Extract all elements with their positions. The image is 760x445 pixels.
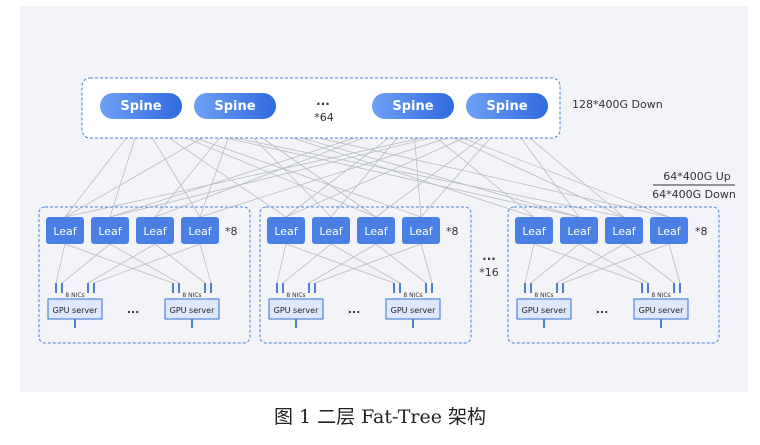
gpu-server: 8 NICs GPU server — [633, 283, 689, 328]
leaf-node: Leaf — [515, 217, 553, 244]
svg-text:Leaf: Leaf — [657, 225, 681, 238]
server-label: GPU server — [274, 306, 319, 315]
nic-count-label: 8 NICs — [286, 292, 305, 299]
server-label: GPU server — [639, 306, 684, 315]
server-label: GPU server — [170, 306, 215, 315]
leaf-server-link — [276, 243, 287, 284]
leaf-server-link — [556, 243, 625, 284]
svg-text:Leaf: Leaf — [522, 225, 546, 238]
svg-text:Spine: Spine — [120, 99, 161, 114]
leaf-server-link — [282, 243, 332, 284]
svg-text:Leaf: Leaf — [274, 225, 298, 238]
gpu-server: 8 NICs GPU server — [164, 283, 220, 328]
pod-ellipsis: ... — [482, 249, 496, 263]
gpu-server: 8 NICs GPU server — [268, 283, 324, 328]
leaf-node: Leaf — [560, 217, 598, 244]
leaf-multiplier: *8 — [695, 225, 708, 238]
leaf-downlink-label: 64*400G Down — [652, 188, 736, 201]
leaf-node: Leaf — [267, 217, 305, 244]
pod-box — [259, 206, 472, 344]
leaf-server-link — [109, 243, 180, 284]
diagram-background — [20, 6, 748, 392]
leaf-server-link — [623, 243, 675, 284]
nic-count-label: 8 NICs — [182, 292, 201, 299]
leaf-server-link — [375, 243, 427, 284]
nic-count-label: 8 NICs — [651, 292, 670, 299]
server-label: GPU server — [391, 306, 436, 315]
svg-text:Leaf: Leaf — [143, 225, 167, 238]
leaf-server-link — [154, 243, 206, 284]
svg-text:Leaf: Leaf — [612, 225, 636, 238]
gpu-server: 8 NICs GPU server — [516, 283, 572, 328]
server-ellipsis: ... — [596, 303, 609, 316]
nic-count-label: 8 NICs — [534, 292, 553, 299]
leaf-multiplier: *8 — [225, 225, 238, 238]
spine-multiplier: *64 — [314, 111, 334, 124]
server-ellipsis: ... — [348, 303, 361, 316]
pod: Leaf Leaf Leaf Leaf *8 8 NICs GPU server… — [259, 206, 472, 344]
leaf-node: Leaf — [650, 217, 688, 244]
pod-multiplier: *16 — [479, 266, 499, 279]
leaf-server-link — [55, 243, 66, 284]
svg-text:Leaf: Leaf — [409, 225, 433, 238]
leaf-server-link — [533, 243, 643, 284]
leaf-server-link — [93, 243, 201, 284]
spine-bandwidth-label: 128*400G Down — [572, 98, 663, 111]
leaf-node: Leaf — [605, 217, 643, 244]
leaf-server-link — [524, 243, 535, 284]
leaf-multiplier: *8 — [446, 225, 459, 238]
server-label: GPU server — [522, 306, 567, 315]
leaf-server-link — [314, 243, 422, 284]
spine-node: Spine — [194, 93, 276, 119]
svg-text:Spine: Spine — [486, 99, 527, 114]
leaf-server-link — [199, 243, 212, 284]
leaf-server-link — [578, 243, 649, 284]
leaf-node: Leaf — [46, 217, 84, 244]
leaf-server-link — [285, 243, 395, 284]
leaf-node: Leaf — [136, 217, 174, 244]
leaf-server-link — [562, 243, 670, 284]
spine-node: Spine — [466, 93, 548, 119]
leaf-server-link — [530, 243, 580, 284]
svg-text:Spine: Spine — [392, 99, 433, 114]
pod-box — [507, 206, 720, 344]
leaf-node: Leaf — [402, 217, 440, 244]
leaf-server-link — [420, 243, 433, 284]
leaf-server-link — [668, 243, 681, 284]
svg-text:Leaf: Leaf — [98, 225, 122, 238]
leaf-server-link — [64, 243, 174, 284]
leaf-uplink-label: 64*400G Up — [663, 170, 731, 183]
spine-ellipsis: ... — [316, 94, 330, 108]
nic-count-label: 8 NICs — [65, 292, 84, 299]
svg-text:Leaf: Leaf — [567, 225, 591, 238]
svg-text:Leaf: Leaf — [364, 225, 388, 238]
leaf-node: Leaf — [91, 217, 129, 244]
spine-node: Spine — [372, 93, 454, 119]
gpu-server: 8 NICs GPU server — [47, 283, 103, 328]
pod: Leaf Leaf Leaf Leaf *8 8 NICs GPU server… — [38, 206, 251, 344]
figure-caption: 图 1 二层 Fat-Tree 架构 — [273, 406, 487, 428]
svg-text:Leaf: Leaf — [188, 225, 212, 238]
gpu-server: 8 NICs GPU server — [385, 283, 441, 328]
svg-text:Leaf: Leaf — [53, 225, 77, 238]
server-label: GPU server — [53, 306, 98, 315]
leaf-node: Leaf — [181, 217, 219, 244]
nic-count-label: 8 NICs — [403, 292, 422, 299]
leaf-server-link — [308, 243, 377, 284]
leaf-node: Leaf — [357, 217, 395, 244]
leaf-server-link — [61, 243, 111, 284]
server-ellipsis: ... — [127, 303, 140, 316]
pod-box — [38, 206, 251, 344]
svg-text:Spine: Spine — [214, 99, 255, 114]
spine-node: Spine — [100, 93, 182, 119]
pod: Leaf Leaf Leaf Leaf *8 8 NICs GPU server… — [507, 206, 720, 344]
svg-text:Leaf: Leaf — [319, 225, 343, 238]
leaf-server-link — [87, 243, 156, 284]
leaf-node: Leaf — [312, 217, 350, 244]
leaf-server-link — [330, 243, 401, 284]
